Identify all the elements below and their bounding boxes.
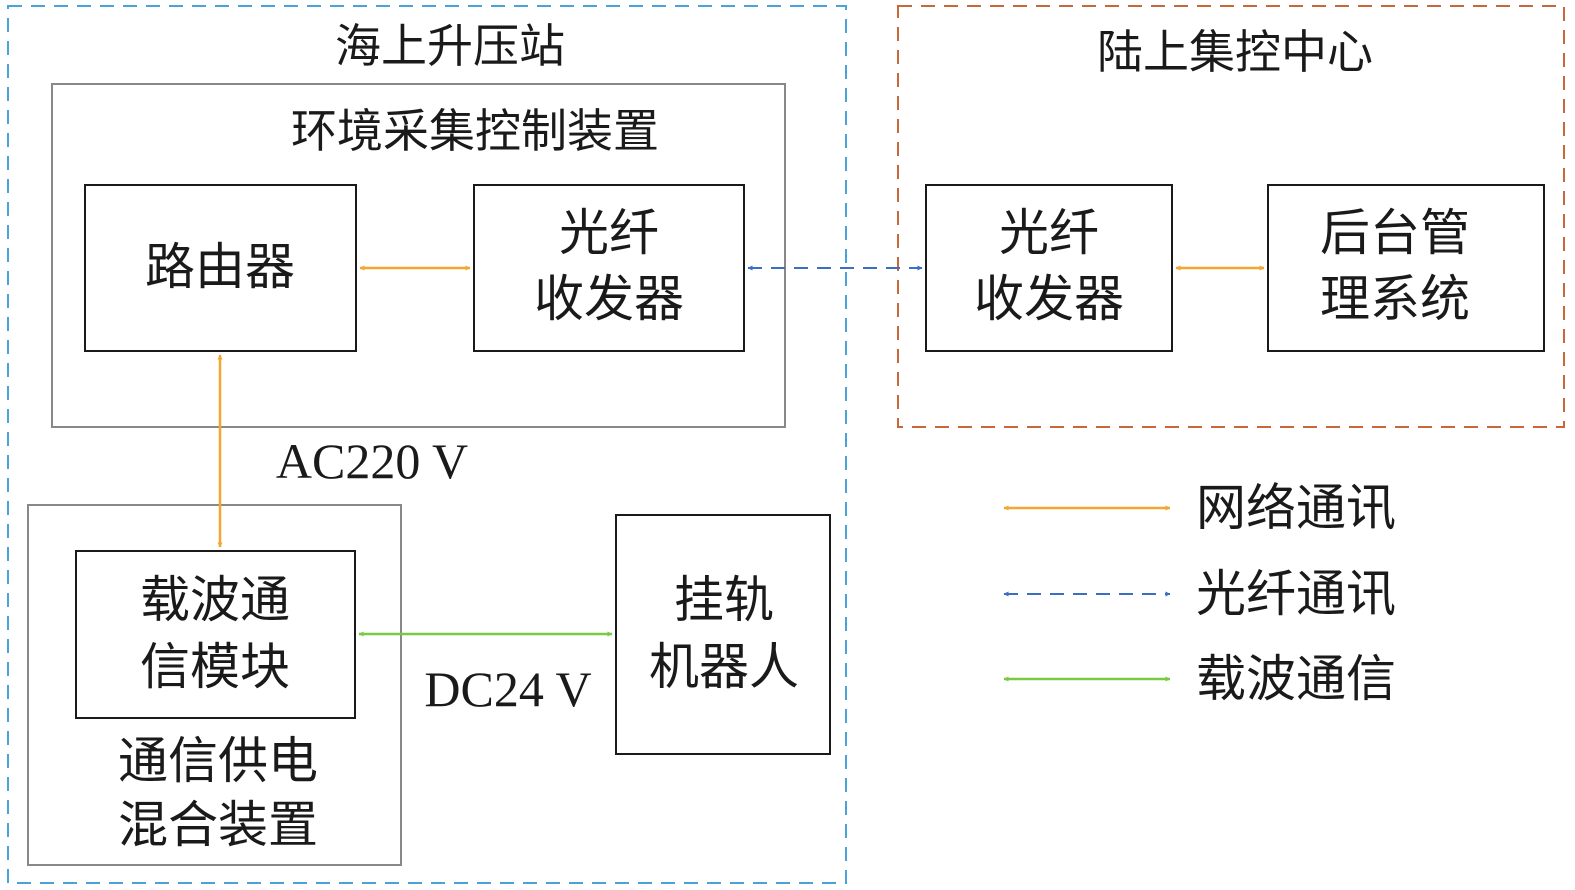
fiber-transceiver-sea-line-2: 收发器 [534, 270, 684, 328]
robot-line-2: 机器人 [649, 638, 799, 696]
dc-voltage-label: DC24 V [424, 661, 591, 717]
carrier-module-line-1: 载波通 [140, 571, 290, 629]
backend-system-line-2: 理系统 [1320, 270, 1470, 328]
ac-voltage-label: AC220 V [276, 433, 468, 489]
hybrid-title-line-2: 混合装置 [118, 796, 318, 854]
robot-box [615, 514, 831, 755]
carrier-module-line-2: 信模块 [140, 638, 290, 696]
legend: 网络通讯 光纤通讯 载波通信 [1003, 479, 1396, 708]
hybrid-title-line-1: 通信供电 [118, 732, 318, 790]
router-label: 路由器 [145, 238, 295, 296]
carrier-module-box [75, 550, 356, 719]
fiber-transceiver-sea-line-1: 光纤 [559, 204, 659, 262]
legend-carrier-label: 载波通信 [1196, 650, 1396, 708]
fiber-transceiver-land-line-1: 光纤 [999, 204, 1099, 262]
robot-line-1: 挂轨 [674, 571, 774, 629]
land-region-border [897, 5, 1565, 428]
env-control-title: 环境采集控制装置 [291, 104, 659, 158]
backend-system-box [1267, 184, 1545, 352]
sea-region-title: 海上升压站 [335, 19, 565, 73]
fiber-transceiver-sea-box [473, 184, 745, 352]
hybrid-device [27, 504, 402, 866]
legend-network-label: 网络通讯 [1196, 479, 1396, 537]
fiber-transceiver-land-line-2: 收发器 [974, 270, 1124, 328]
fiber-transceiver-land-box [925, 184, 1173, 352]
land-region-title: 陆上集控中心 [1097, 25, 1373, 79]
legend-fiber-label: 光纤通讯 [1196, 565, 1396, 623]
env-control-device [51, 83, 786, 428]
sea-region-border [7, 5, 847, 884]
backend-system-line-1: 后台管 [1320, 204, 1470, 262]
router-box [84, 184, 357, 352]
